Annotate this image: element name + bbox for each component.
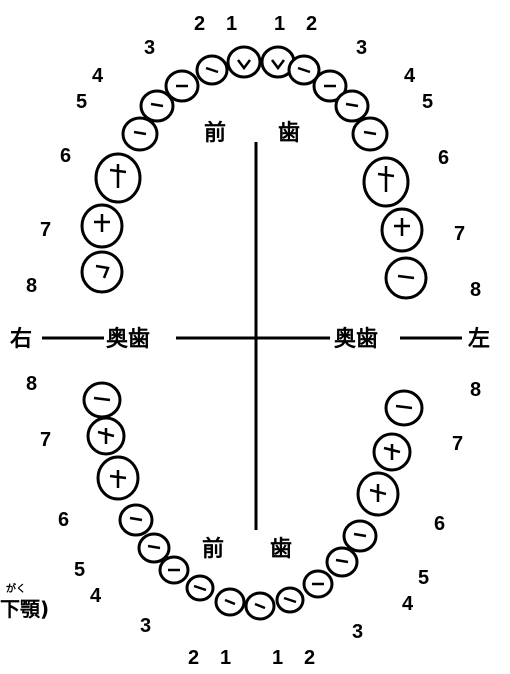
upper-right-number-3: 3 bbox=[144, 37, 155, 59]
lower-arch bbox=[84, 383, 422, 619]
upper-right-number-7: 7 bbox=[40, 219, 51, 241]
tooth-upper-right-8 bbox=[82, 252, 122, 292]
lower-left-number-4: 4 bbox=[402, 593, 414, 615]
side-label-left: 左 bbox=[468, 326, 490, 352]
lower-left-number-1: 1 bbox=[272, 647, 283, 669]
lower-right-number-4: 4 bbox=[90, 585, 102, 607]
back-label-left: 奥歯 bbox=[106, 326, 150, 352]
upper-right-number-4: 4 bbox=[92, 65, 104, 87]
upper-left-number-5: 5 bbox=[422, 91, 433, 113]
lower-left-number-2: 2 bbox=[304, 647, 315, 669]
upper-left-number-3: 3 bbox=[356, 37, 367, 59]
upper-right-number-1: 1 bbox=[226, 13, 237, 35]
lower-right-number-6: 6 bbox=[58, 509, 69, 531]
upper-left-number-2: 2 bbox=[306, 13, 317, 35]
upper-left-number-1: 1 bbox=[274, 13, 285, 35]
back-label-right: 奥歯 bbox=[334, 326, 378, 352]
lower-right-number-3: 3 bbox=[140, 615, 151, 637]
upper-left-number-4: 4 bbox=[404, 65, 416, 87]
upper-front-label-2: 歯 bbox=[278, 120, 300, 146]
lower-right-number-5: 5 bbox=[74, 559, 85, 581]
upper-right-number-8: 8 bbox=[26, 275, 37, 297]
tooth-upper-right-1 bbox=[228, 47, 260, 77]
lower-front-label-1: 前 bbox=[202, 536, 224, 562]
lower-right-number-2: 2 bbox=[188, 647, 199, 669]
jaw-label: 下顎) bbox=[0, 597, 49, 621]
upper-left-number-8: 8 bbox=[470, 279, 481, 301]
lower-right-number-8: 8 bbox=[26, 373, 37, 395]
upper-right-number-6: 6 bbox=[60, 145, 71, 167]
lower-front-label-2: 歯 bbox=[270, 536, 292, 562]
upper-front-label-1: 前 bbox=[204, 120, 226, 146]
lower-right-number-1: 1 bbox=[220, 647, 231, 669]
lower-left-number-7: 7 bbox=[452, 433, 463, 455]
upper-right-number-5: 5 bbox=[76, 91, 87, 113]
lower-left-number-8: 8 bbox=[470, 379, 481, 401]
lower-left-number-5: 5 bbox=[418, 567, 429, 589]
side-label-right: 右 bbox=[10, 327, 32, 352]
upper-arch bbox=[82, 47, 426, 298]
lower-left-number-3: 3 bbox=[352, 621, 363, 643]
upper-right-number-2: 2 bbox=[194, 13, 205, 35]
lower-right-number-7: 7 bbox=[40, 429, 51, 451]
lower-left-number-6: 6 bbox=[434, 513, 445, 535]
upper-left-number-7: 7 bbox=[454, 223, 465, 245]
upper-left-number-6: 6 bbox=[438, 147, 449, 169]
jaw-furigana: がく bbox=[6, 582, 26, 595]
labels: 前 歯 前 歯 奥歯 奥歯 右 左 がく 下顎) 2 1 3 4 5 6 7 8… bbox=[0, 13, 490, 669]
